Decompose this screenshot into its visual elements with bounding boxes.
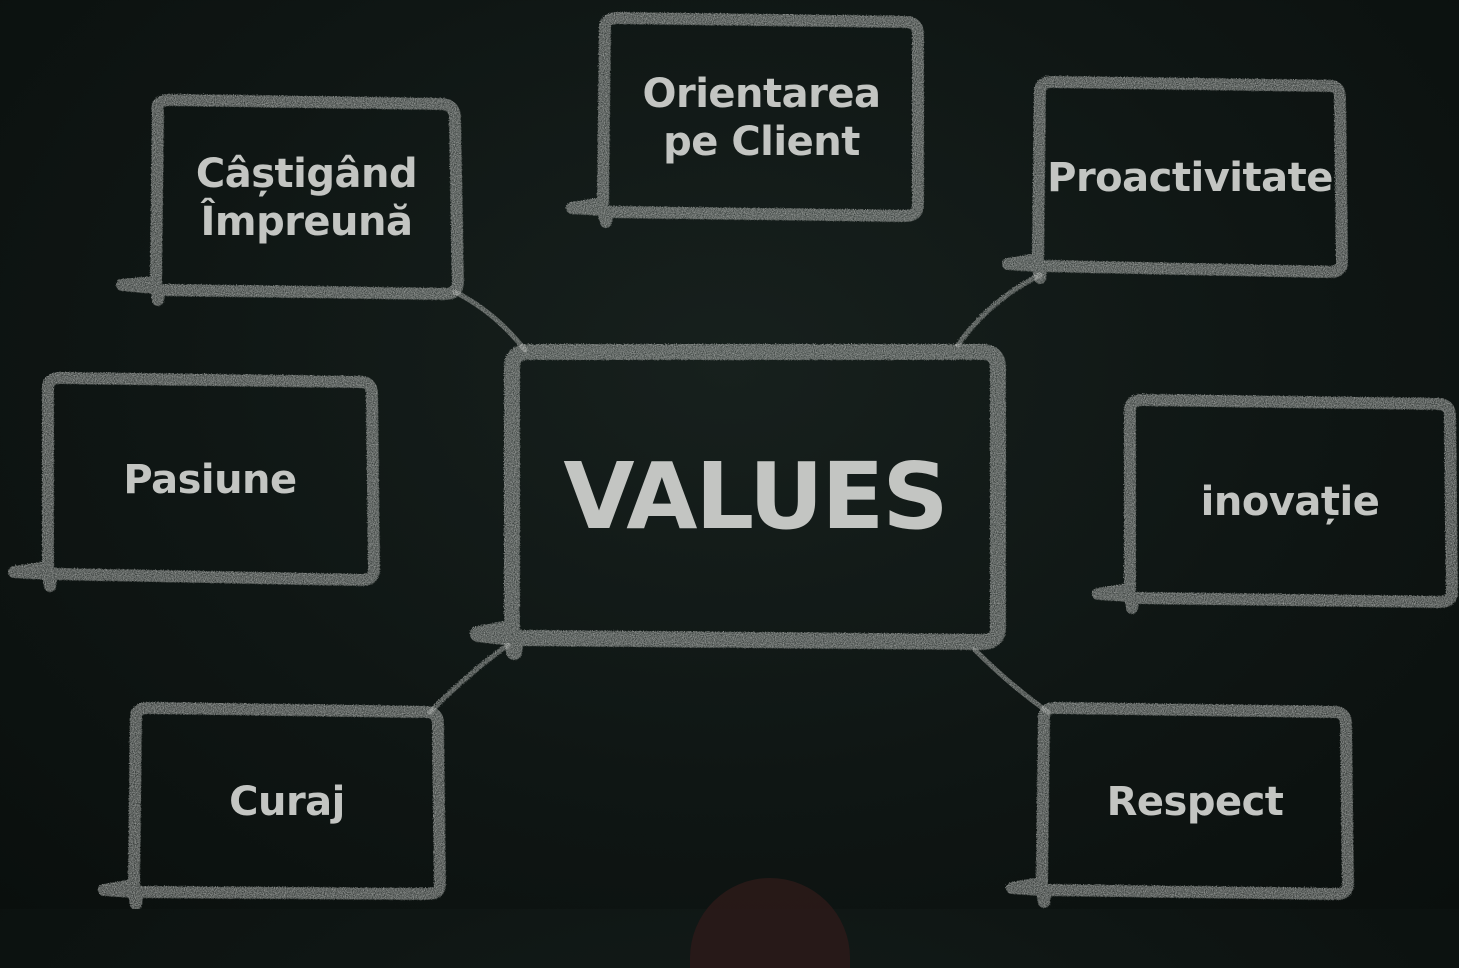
chalkboard-mind-map: VALUES Câștigând Împreună Orientarea pe … bbox=[8, 12, 1458, 968]
connector-castigand bbox=[452, 289, 528, 353]
node-orientarea-line-1: Orientarea bbox=[642, 71, 881, 117]
center-label: VALUES bbox=[563, 442, 948, 550]
center-box bbox=[470, 344, 1006, 660]
connector-proactivitate bbox=[955, 272, 1043, 348]
node-box-proactivitate bbox=[1002, 76, 1348, 284]
node-respect: Respect bbox=[1106, 779, 1284, 825]
node-pasiune: Pasiune bbox=[123, 457, 297, 503]
node-orientarea-line-2: pe Client bbox=[663, 119, 860, 165]
node-inovatie: inovație bbox=[1200, 479, 1380, 525]
connector-curaj bbox=[427, 642, 511, 715]
node-box-pasiune bbox=[8, 372, 380, 592]
node-box-curaj bbox=[98, 702, 446, 909]
node-box-orientarea bbox=[566, 12, 924, 228]
node-box-castigand bbox=[116, 94, 464, 306]
node-box-respect bbox=[1006, 702, 1354, 908]
node-box-inovatie bbox=[1092, 394, 1458, 614]
node-castigand-line-1: Câștigând bbox=[195, 151, 418, 197]
node-castigand: Câștigând Împreună bbox=[158, 104, 455, 292]
connector-respect bbox=[972, 647, 1051, 715]
node-proactivitate: Proactivitate bbox=[1047, 155, 1333, 201]
node-curaj: Curaj bbox=[229, 779, 345, 825]
chalk-drawing bbox=[8, 12, 1458, 909]
node-orientarea: Orientarea pe Client bbox=[605, 22, 918, 214]
node-castigand-line-2: Împreună bbox=[200, 199, 414, 245]
